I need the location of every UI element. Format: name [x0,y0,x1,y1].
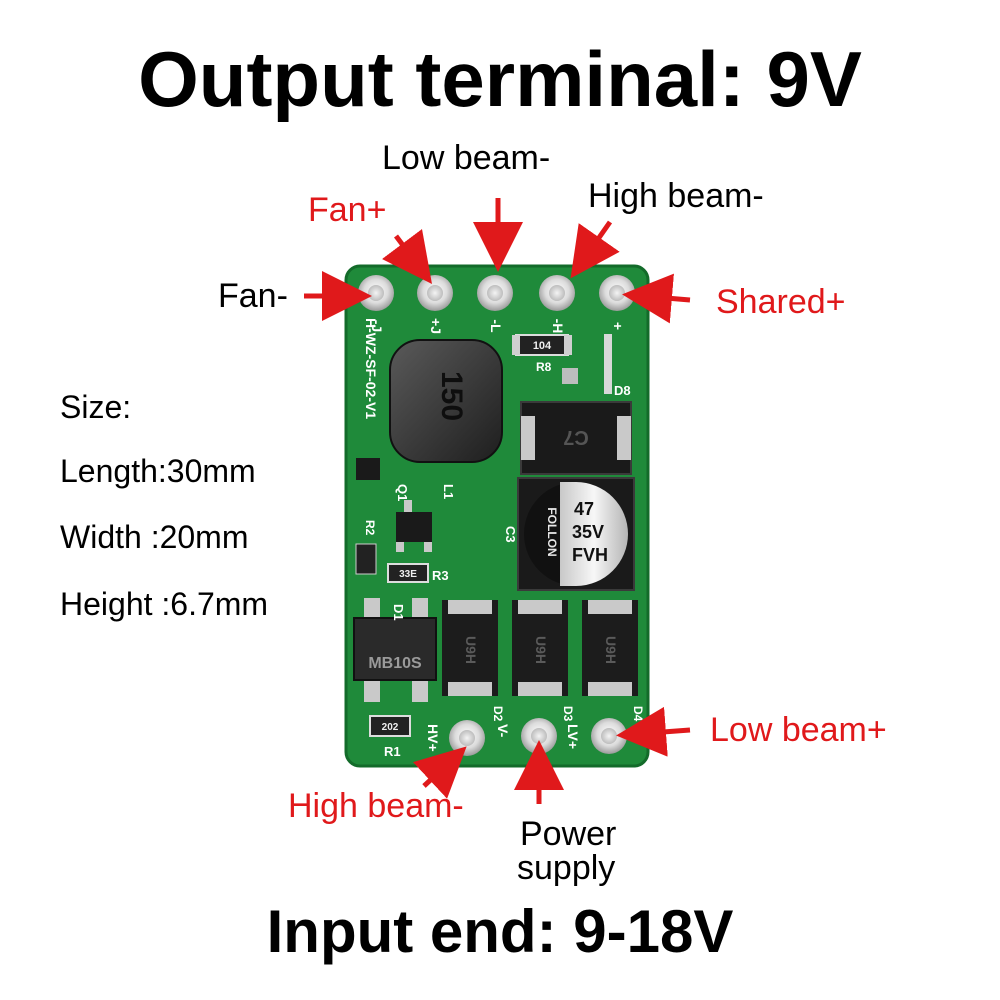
rectifier-mb10s: MB10S D1 [353,598,437,702]
diode-d8: C7 D8 [520,383,632,475]
silk-d2: D2 [491,706,505,722]
label-low-beam-minus: Low beam- [382,139,551,177]
label-fan-plus: Fan+ [308,191,387,229]
silk-l1: L1 [441,484,456,499]
top-pads [358,275,635,311]
transistor-q1: Q1 [356,458,432,552]
resistor-r1: 202 R1 [369,715,411,759]
diode-d2: U9H D2 [442,600,505,722]
d8-marking: C7 [563,426,589,448]
copper-trace [604,334,612,394]
silk-d4: D4 [631,706,645,722]
silk-d8: D8 [614,383,631,398]
silk-d3: D3 [561,706,575,722]
r1-value: 202 [382,722,399,733]
arrow-high-beam-minus-bottom [413,746,467,799]
label-power-supply-line2: supply [517,849,616,887]
silk-bottom-pin-2: V- [495,724,511,738]
arrow-fan-plus [382,229,432,284]
inductor-l1: 150 L1 [389,339,503,499]
label-low-beam-plus: Low beam+ [710,711,887,749]
silk-c3: C3 [503,526,518,543]
resistor-r2: R2 [355,520,377,575]
r8-value: 104 [533,340,552,352]
silk-pin-4: -H [550,319,566,334]
silk-board-id: H-WZ-SF-02-V1 [363,318,379,419]
silk-pin-2: +J [428,318,444,334]
title-output-terminal: Output terminal: 9V [138,35,862,123]
silk-bottom-pin-3: LV+ [565,724,581,749]
label-fan-minus: Fan- [218,277,288,315]
resistor-r3: 33E R3 [387,563,449,583]
d2-marking: U9H [463,636,479,664]
size-heading: Size: [60,389,132,425]
size-height: Height :6.7mm [60,586,269,622]
rectifier-marking: MB10S [368,655,422,672]
resistor-r8: 104 R8 [512,334,572,374]
capacitor-c3: FOLLON 47 35V FVH C3 [503,477,635,591]
silk-bottom-pin-1: HV+ [425,724,441,752]
silk-r1: R1 [384,744,401,759]
arrow-low-beam-plus [616,706,691,757]
label-power-supply-line1: Power [520,815,617,853]
r3-value: 33E [399,569,417,580]
diode-d4: U9H D4 [582,600,645,722]
arrow-shared-plus [622,273,691,324]
silk-d1: D1 [391,604,406,621]
pointer-arrows [304,198,691,804]
diode-d3: U9H D3 [512,600,575,722]
bottom-pads [449,718,627,756]
cap-voltage: 35V [572,522,604,542]
silk-pin-5: + [610,322,626,330]
size-width: Width :20mm [60,519,249,555]
cap-value: 47 [574,499,594,519]
size-length: Length:30mm [60,453,256,489]
title-input-end: Input end: 9-18V [266,898,734,965]
silk-q1: Q1 [395,484,410,501]
cap-brand: FOLLON [545,507,559,556]
arrow-high-beam-minus-top [570,220,620,279]
cap-series: FVH [572,545,608,565]
d4-marking: U9H [603,636,619,664]
silk-r8: R8 [536,360,552,374]
silk-pin-1: -J [369,320,385,332]
silk-r3: R3 [432,568,449,583]
d3-marking: U9H [533,636,549,664]
inductor-marking: 150 [435,371,468,421]
label-high-beam-minus-top: High beam- [588,177,764,215]
label-shared-plus: Shared+ [716,283,846,321]
silk-r2: R2 [363,520,377,536]
silk-pin-3: -L [488,319,504,333]
